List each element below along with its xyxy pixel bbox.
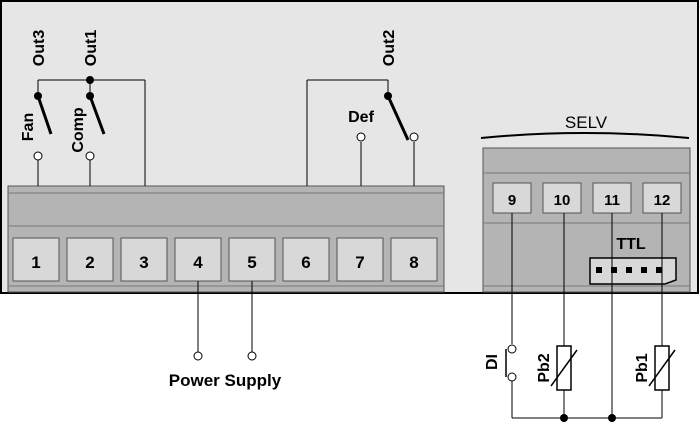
terminal-8-label: 8 [409, 253, 418, 272]
ttl-connector[interactable] [589, 257, 677, 285]
ttl-pin [656, 267, 662, 273]
inputs-wiring [505, 213, 663, 419]
pb1-probe-symbol [648, 345, 676, 391]
terminal-3-label: 3 [139, 253, 148, 272]
ttl-pin [611, 267, 617, 273]
terminal-2[interactable]: 2 [66, 237, 114, 282]
di-label: DI [484, 354, 501, 370]
comp-label: Comp [70, 107, 87, 153]
out2-pivot [384, 92, 392, 100]
terminal-6[interactable]: 6 [282, 237, 330, 282]
terminal-5[interactable]: 5 [228, 237, 276, 282]
terminal-12[interactable]: 12 [642, 182, 682, 214]
out1-pivot [86, 92, 94, 100]
selv-bracket [480, 132, 690, 139]
terminal-1-label: 1 [31, 253, 40, 272]
terminal-6-label: 6 [301, 253, 310, 272]
relay-wiring-out2 [306, 79, 419, 186]
terminal-12-label: 12 [654, 192, 671, 209]
terminal-7[interactable]: 7 [336, 237, 384, 282]
input-bus-junction [560, 414, 568, 422]
ttl-pin [641, 267, 647, 273]
pb2-label: Pb2 [536, 353, 553, 382]
terminal-10-label: 10 [554, 192, 571, 209]
terminal-8[interactable]: 8 [390, 237, 438, 282]
out3-pivot [34, 92, 42, 100]
pb2-probe-symbol [550, 345, 578, 391]
power-supply-wiring [193, 281, 257, 361]
terminal-9[interactable]: 9 [492, 182, 532, 214]
def-label: Def [348, 109, 374, 126]
terminal-7-label: 7 [355, 253, 364, 272]
relay-wiring-out1-out3 [33, 79, 146, 186]
terminal-11-label: 11 [604, 192, 620, 209]
terminal-9-label: 9 [508, 192, 516, 209]
selv-label: SELV [565, 113, 608, 132]
ttl-label: TTL [616, 236, 646, 253]
terminal-10[interactable]: 10 [542, 182, 582, 214]
power-supply-label: Power Supply [169, 371, 282, 390]
terminal-1[interactable]: 1 [12, 237, 60, 282]
input-bus-junction [608, 414, 616, 422]
terminal-11[interactable]: 11 [592, 182, 632, 214]
ttl-pin [626, 267, 632, 273]
terminal-4[interactable]: 4 [174, 237, 222, 282]
terminal-4-label: 4 [193, 253, 203, 272]
pb1-label: Pb1 [634, 353, 651, 382]
out2-label: Out2 [381, 30, 398, 67]
relay-common-junction [86, 76, 94, 84]
terminal-5-label: 5 [247, 253, 256, 272]
out3-label: Out3 [31, 30, 48, 67]
ttl-pin [596, 267, 602, 273]
out1-label: Out1 [83, 30, 100, 67]
terminal-2-label: 2 [85, 253, 94, 272]
terminal-3[interactable]: 3 [120, 237, 168, 282]
fan-label: Fan [20, 113, 37, 141]
